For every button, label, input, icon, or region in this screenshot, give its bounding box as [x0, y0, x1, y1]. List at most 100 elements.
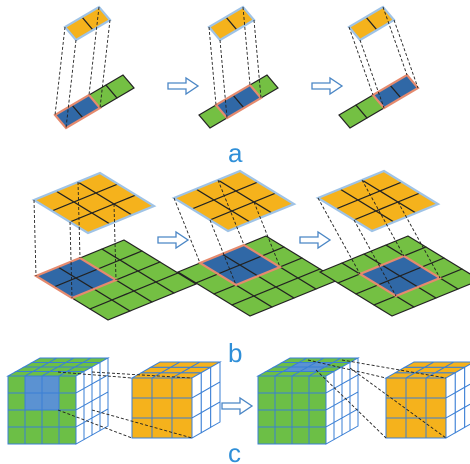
input-cube-c1-front-cell	[58, 426, 77, 445]
projection-line-b	[113, 203, 117, 281]
input-cube-c2-front-cell	[274, 392, 293, 411]
projection-line-b	[173, 197, 201, 264]
kernel-cube-c1	[130, 361, 222, 439]
arrow-b2	[299, 230, 332, 250]
input-grid-b3	[318, 235, 470, 317]
input-cube-c2-front-cell	[257, 392, 276, 411]
projection-line-a	[348, 26, 374, 96]
input-cube-c1-front-cell	[58, 409, 77, 428]
projection-line-a	[54, 26, 66, 116]
kernel-cube-c1-front-cell	[131, 417, 153, 439]
panel-label-a: a	[228, 138, 243, 168]
input-cube-c2-front-cell	[308, 375, 327, 394]
input-cube-c2-front-cell	[291, 426, 310, 445]
input-cube-c1-front-cell	[24, 426, 43, 445]
overlap-outline-a1	[53, 93, 102, 130]
projection-line-c2	[315, 369, 387, 439]
kernel-cube-c1-front-cell	[171, 397, 193, 419]
projection-line-a	[382, 6, 408, 76]
kernel-cube-c2-front-cell	[405, 397, 427, 419]
kernel-cube-c2-front-cell	[425, 417, 447, 439]
input-cube-c2-side-cell	[349, 408, 359, 432]
panel-label-b: b	[228, 338, 243, 368]
projection-line-a	[359, 39, 385, 109]
kernel-cube-c2-front-cell	[425, 397, 447, 419]
kernel-cube-c1-side-cell	[210, 401, 221, 429]
input-cube-c2-front-cell	[308, 392, 327, 411]
projection-line-c2	[341, 359, 447, 379]
projection-line-a	[393, 19, 419, 89]
projection-line-b	[353, 219, 397, 297]
input-cube-c2-front-cell	[274, 375, 293, 394]
overlap-outline-a2	[214, 83, 263, 120]
panel-label-c: c	[228, 438, 241, 464]
kernel-cube-c1-front-cell	[131, 377, 153, 399]
projection-line-c1	[57, 409, 133, 439]
projection-line-b	[77, 181, 81, 259]
input-cube-c1-front-cell	[24, 409, 43, 428]
kernel-cube-c1-front-cell	[151, 397, 173, 419]
kernel-cube-c2-front-cell	[425, 377, 447, 399]
input-cube-c1-front-cell	[7, 426, 26, 445]
projection-line-b	[33, 199, 37, 277]
input-cube-c2-front-cell	[257, 375, 276, 394]
projection-line-b	[69, 221, 73, 299]
input-cube-c1-front-cell	[41, 375, 60, 394]
kernel-grid-b2	[172, 170, 296, 232]
kernel-cube-c2-front-cell	[385, 417, 407, 439]
kernel-cube-c1-front-cell	[131, 397, 153, 419]
input-cube-c1-front-cell	[7, 409, 26, 428]
input-cube-c2-front-cell	[274, 409, 293, 428]
input-cube-c1-front-cell	[7, 392, 26, 411]
input-cube-c2-front-cell	[291, 392, 310, 411]
projection-line-a	[219, 39, 228, 119]
kernel-cube-c1-front-cell	[171, 377, 193, 399]
projection-line-b	[397, 201, 441, 279]
input-strip-a1-cell	[105, 74, 135, 99]
input-cube-c2-front-cell	[291, 409, 310, 428]
projection-line-b	[217, 179, 245, 246]
kernel-cube-c2-front-cell	[405, 377, 427, 399]
input-grid-b1-cell	[154, 272, 198, 294]
kernel-grid-b1	[32, 172, 156, 234]
input-cube-c2-front-cell	[274, 426, 293, 445]
input-cube-c2-front-cell	[257, 426, 276, 445]
projection-line-c1	[91, 409, 193, 439]
input-cube-c1	[6, 357, 110, 445]
input-cube-c1-front-cell	[41, 426, 60, 445]
projection-line-c2	[307, 359, 387, 379]
kernel-cube-c2-front-cell	[385, 377, 407, 399]
input-cube-c1-front-cell	[24, 392, 43, 411]
projection-line-a	[253, 19, 262, 99]
kernel-cube-c2-side-cell	[464, 363, 470, 389]
kernel-cube-c1-front-cell	[171, 417, 193, 439]
input-cube-c2	[256, 357, 360, 445]
projection-line-c1	[91, 371, 193, 379]
input-cube-c1-front-cell	[58, 392, 77, 411]
arrow-a2	[311, 76, 344, 96]
input-cube-c2-front-cell	[308, 409, 327, 428]
input-strip-a2	[198, 74, 279, 129]
arrow-a1	[167, 76, 200, 96]
kernel-cube-c2-top-cell	[442, 361, 470, 368]
projection-line-b	[361, 179, 405, 257]
input-cube-c2-front-cell	[308, 426, 327, 445]
kernel-cube-c1-front-cell	[151, 377, 173, 399]
projection-line-b	[253, 201, 281, 268]
projection-line-c1	[57, 371, 133, 379]
input-cube-c1-front-cell	[41, 409, 60, 428]
projection-line-b	[209, 219, 237, 286]
kernel-cube-c2-side-cell	[464, 403, 470, 429]
kernel-grid-b3	[316, 170, 440, 232]
projection-line-b	[317, 197, 361, 275]
input-cube-c1-front-cell	[41, 392, 60, 411]
projection-line-a	[242, 6, 251, 86]
arrow-c1	[221, 396, 254, 416]
input-cube-c1-front-cell	[7, 375, 26, 394]
input-grid-b3-cell	[438, 268, 470, 290]
input-cube-c2-front-cell	[291, 375, 310, 394]
kernel-cube-c2	[384, 361, 470, 439]
input-cube-c1-side-cell	[99, 408, 109, 432]
